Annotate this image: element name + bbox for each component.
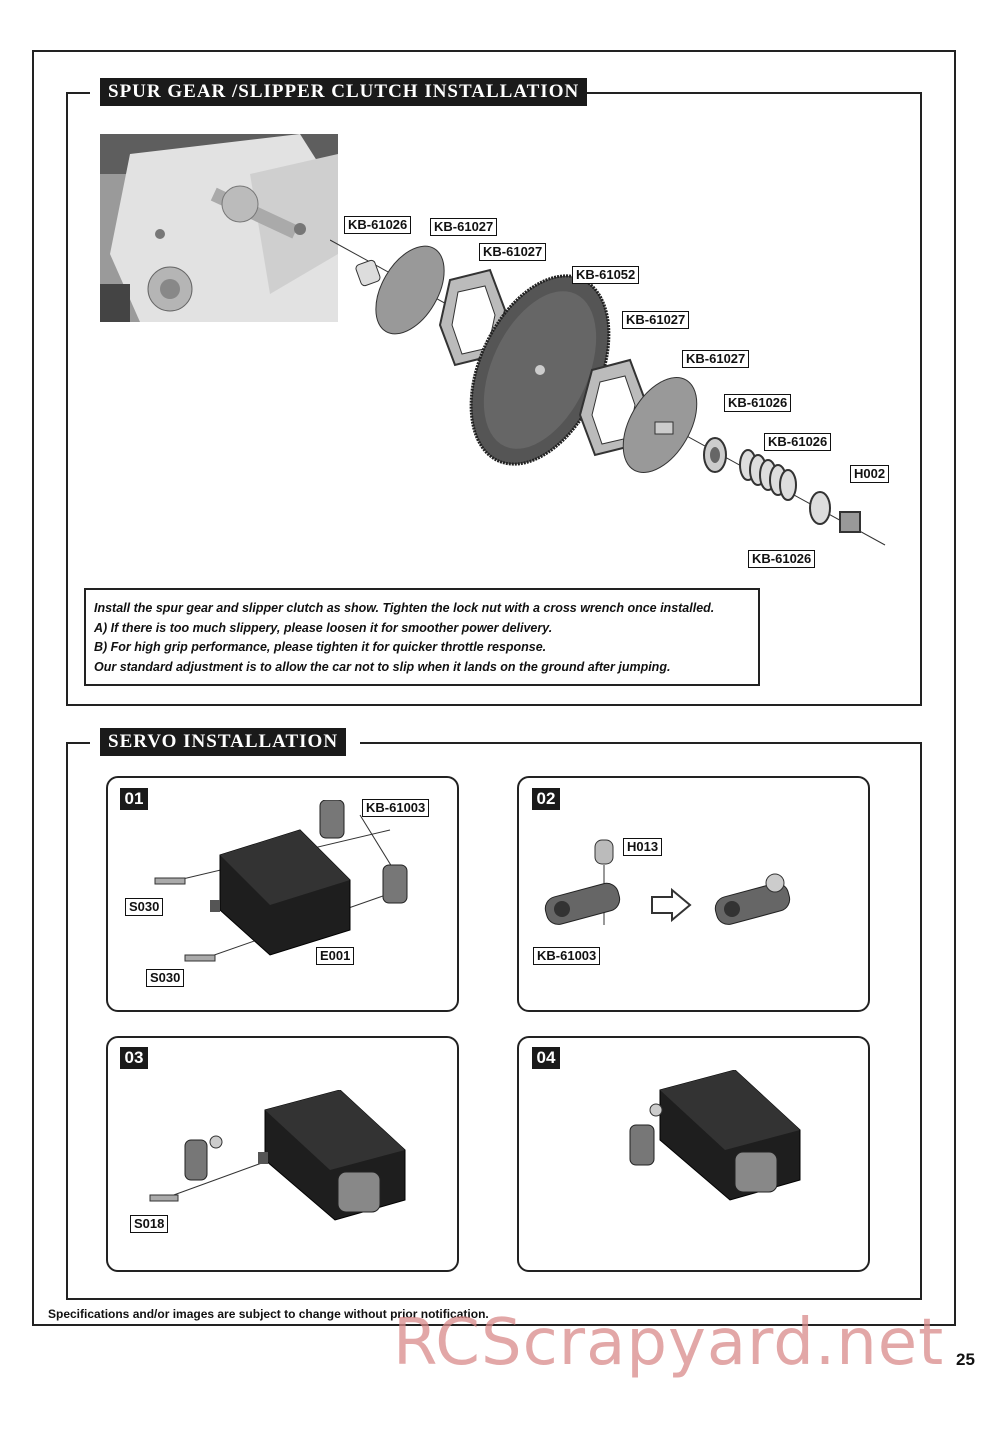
part-label: KB-61052 [572, 266, 640, 284]
part-label: S030 [146, 969, 185, 987]
part-label: KB-61027 [479, 243, 547, 261]
servo-complete-diagram [629, 1070, 801, 1201]
instruction-line: A) If there is too much slippery, please… [94, 620, 553, 635]
instruction-note: Install the spur gear and slipper clutch… [84, 588, 760, 686]
part-label: KB-61003 [362, 799, 430, 817]
part-label: H002 [850, 465, 890, 483]
step-number: 03 [120, 1047, 148, 1069]
part-label: KB-61026 [724, 394, 792, 412]
spur-gear-exploded-diagram [330, 239, 886, 546]
disclaimer-text: Specifications and/or images are subject… [48, 1307, 489, 1321]
instruction-line: Install the spur gear and slipper clutch… [94, 601, 715, 615]
page-frame [32, 50, 956, 1326]
instruction-line: Our standard adjustment is to allow the … [94, 659, 671, 674]
servo-section [66, 742, 922, 1300]
part-label: KB-61003 [533, 947, 601, 965]
chassis-photo [100, 134, 338, 322]
section-title: SPUR GEAR /SLIPPER CLUTCH INSTALLATION [100, 78, 588, 106]
part-label: KB-61027 [622, 311, 690, 329]
section-title: SERVO INSTALLATION [100, 728, 347, 756]
servo-assembly-diagram [149, 1090, 406, 1221]
part-label: E001 [316, 947, 355, 965]
part-label: S018 [130, 1215, 169, 1233]
step-number: 02 [532, 788, 560, 810]
servo-horn-diagram [544, 839, 791, 925]
instruction-line: B) For high grip performance, please tig… [94, 640, 547, 654]
part-label: KB-61026 [344, 216, 412, 234]
step-number: 04 [532, 1047, 560, 1069]
part-label: H013 [623, 838, 663, 856]
part-label: KB-61026 [748, 550, 816, 568]
part-label: KB-61026 [764, 433, 832, 451]
part-label: KB-61027 [430, 218, 498, 236]
step-number: 01 [120, 788, 148, 810]
page-number: 25 [956, 1350, 975, 1369]
servo-mount-diagram [154, 800, 408, 962]
part-label: S030 [125, 898, 164, 916]
part-label: KB-61027 [682, 350, 750, 368]
watermark-text: RCScrapyard.net [393, 1306, 945, 1380]
